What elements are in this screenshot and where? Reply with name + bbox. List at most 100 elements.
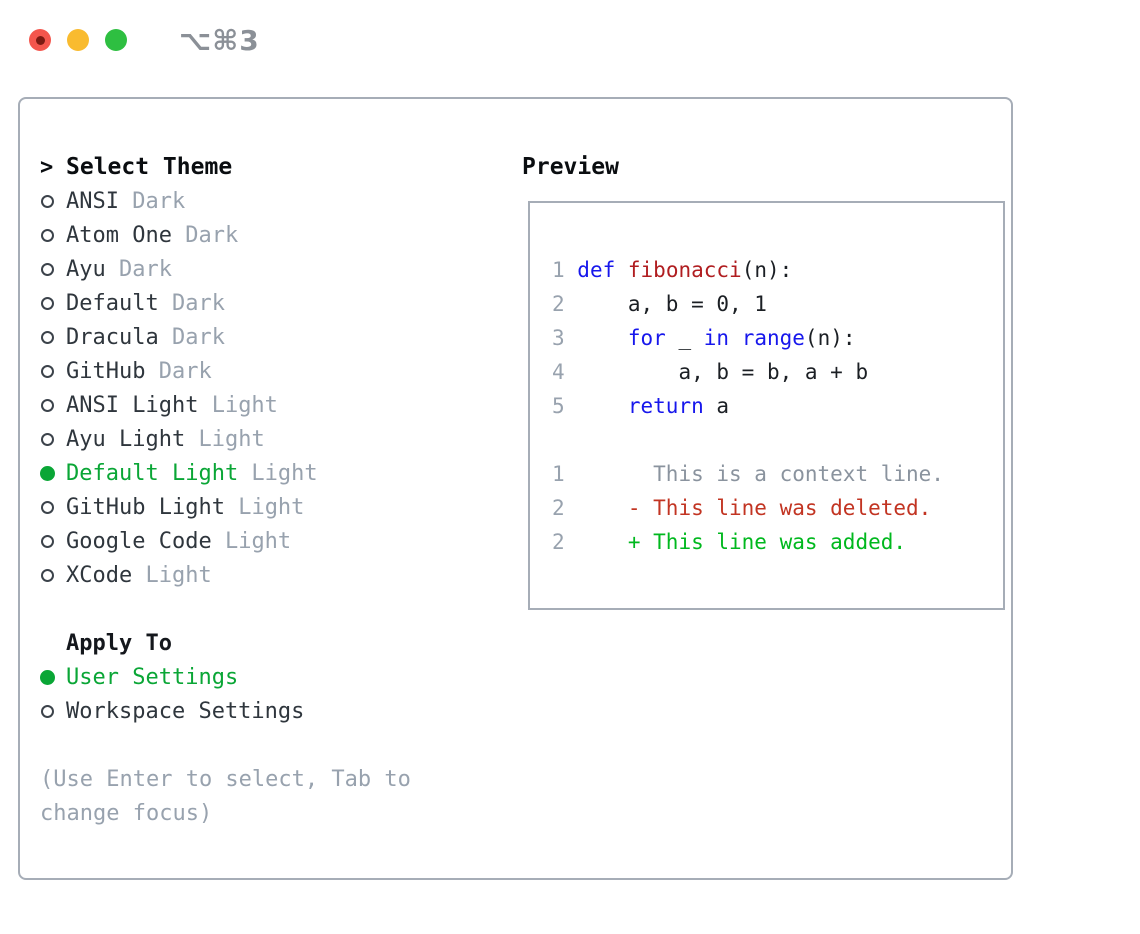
theme-list-column: > Select Theme ANSI Dark Atom One Dark A…	[40, 150, 490, 830]
line-number: 3	[552, 326, 578, 350]
radio-icon	[40, 465, 66, 481]
theme-variant: Dark	[118, 188, 186, 214]
apply-to-section: Apply To User Settings Workspace Setting…	[40, 626, 490, 728]
theme-name: XCode	[66, 562, 133, 588]
radio-icon	[40, 704, 66, 718]
theme-variant: Dark	[158, 290, 225, 316]
code-line: 2 + This line was added.	[552, 525, 1003, 559]
theme-name: Ayu Light	[66, 426, 186, 452]
theme-variant: Light	[211, 528, 292, 554]
code-segment: for	[627, 326, 666, 350]
theme-name: Default Light	[66, 460, 239, 486]
code-segment: in	[703, 326, 730, 350]
theme-option[interactable]: Default Light Light	[40, 456, 490, 490]
titlebar: ⌥⌘3	[0, 0, 1140, 80]
select-theme-label: Select Theme	[66, 154, 233, 180]
theme-option[interactable]: Default Dark	[40, 286, 490, 320]
theme-variant: Light	[238, 460, 318, 486]
close-button[interactable]	[29, 29, 51, 51]
code-segment: fibonacci	[627, 258, 742, 282]
theme-option[interactable]: Ayu Light Light	[40, 422, 490, 456]
theme-variant: Dark	[105, 256, 172, 282]
apply-to-header: Apply To	[66, 630, 172, 656]
line-number: 2	[552, 530, 578, 554]
prompt-icon: >	[40, 154, 54, 180]
theme-list: ANSI Dark Atom One Dark Ayu Dark Default…	[40, 184, 490, 592]
radio-icon	[40, 330, 66, 344]
hint-text: (Use Enter to select, Tab to change focu…	[40, 762, 490, 830]
code-segment	[577, 326, 628, 350]
code-segment	[615, 258, 628, 282]
code-segment: - This line was deleted.	[577, 496, 932, 520]
traffic-lights	[29, 29, 127, 51]
hint-line-2: change focus)	[40, 800, 213, 826]
line-number: 1	[552, 462, 578, 486]
code-line: 2 - This line was deleted.	[552, 491, 1003, 525]
radio-icon	[40, 568, 66, 582]
theme-name: GitHub Light	[66, 494, 225, 520]
apply-option[interactable]: User Settings	[40, 660, 490, 694]
theme-variant: Light	[185, 426, 265, 452]
radio-icon	[40, 398, 66, 412]
theme-variant: Light	[132, 562, 212, 588]
theme-name: ANSI	[66, 188, 119, 214]
apply-to-list: User Settings Workspace Settings	[40, 660, 490, 728]
code-segment: (n):	[804, 326, 856, 350]
theme-name: Ayu	[66, 256, 106, 282]
code-segment: def	[577, 258, 616, 282]
radio-icon	[40, 534, 66, 548]
theme-variant: Dark	[145, 358, 212, 384]
theme-option[interactable]: Google Code Light	[40, 524, 490, 558]
zoom-button[interactable]	[105, 29, 127, 51]
theme-option[interactable]: GitHub Dark	[40, 354, 490, 388]
minimize-button[interactable]	[67, 29, 89, 51]
radio-icon	[40, 194, 66, 208]
theme-name: ANSI Light	[66, 392, 199, 418]
code-segment: This is a context line.	[577, 462, 944, 486]
theme-variant: Light	[198, 392, 278, 418]
code-segment	[729, 326, 742, 350]
theme-option[interactable]: GitHub Light Light	[40, 490, 490, 524]
select-theme-header: > Select Theme	[40, 150, 490, 184]
theme-option[interactable]: Dracula Dark	[40, 320, 490, 354]
code-segment: a, b = b, a + b	[577, 360, 869, 384]
radio-icon	[40, 669, 66, 685]
code-segment: (n):	[741, 258, 793, 282]
code-segment	[577, 394, 628, 418]
theme-name: Dracula	[66, 324, 159, 350]
preview-column: Preview 1 def fibonacci(n):2 a, b = 0, 1…	[502, 150, 1005, 610]
code-segment: a	[703, 394, 730, 418]
apply-option[interactable]: Workspace Settings	[40, 694, 490, 728]
theme-settings-panel: > Select Theme ANSI Dark Atom One Dark A…	[18, 97, 1013, 880]
apply-option-label: User Settings	[66, 664, 239, 690]
code-segment: _	[665, 326, 704, 350]
radio-icon	[40, 432, 66, 446]
code-line: 5 return a	[552, 389, 1003, 423]
line-number: 2	[552, 292, 578, 316]
theme-name: GitHub	[66, 358, 146, 384]
theme-option[interactable]: XCode Light	[40, 558, 490, 592]
line-number: 1	[552, 258, 578, 282]
code-segment: a, b = 0, 1	[577, 292, 767, 316]
apply-option-label: Workspace Settings	[66, 698, 305, 724]
preview-title: Preview	[522, 154, 619, 180]
close-dot-icon	[35, 35, 45, 45]
radio-icon	[40, 228, 66, 242]
theme-option[interactable]: ANSI Light Light	[40, 388, 490, 422]
radio-icon	[40, 296, 66, 310]
code-segment: + This line was added.	[577, 530, 907, 554]
line-number: 5	[552, 394, 578, 418]
theme-option[interactable]: Atom One Dark	[40, 218, 490, 252]
code-segment: range	[741, 326, 805, 350]
theme-option[interactable]: ANSI Dark	[40, 184, 490, 218]
radio-icon	[40, 500, 66, 514]
theme-variant: Dark	[158, 324, 225, 350]
theme-option[interactable]: Ayu Dark	[40, 252, 490, 286]
line-number: 2	[552, 496, 578, 520]
theme-variant: Light	[224, 494, 305, 520]
window-title-shortcut: ⌥⌘3	[179, 23, 260, 57]
radio-icon	[40, 364, 66, 378]
